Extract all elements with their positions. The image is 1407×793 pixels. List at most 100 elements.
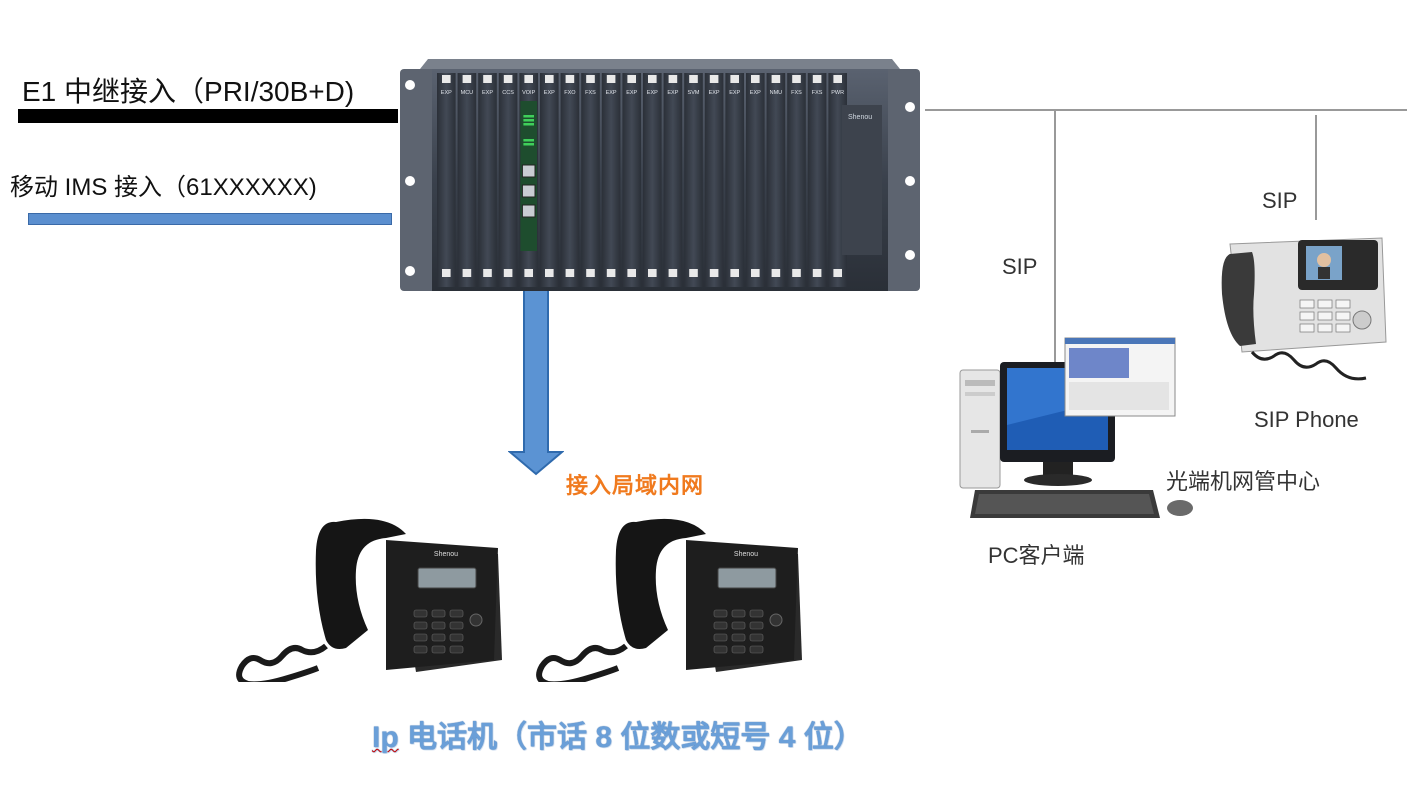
chassis-slot [643, 73, 662, 287]
slot-lever-icon [442, 75, 451, 83]
chassis-slot [437, 73, 456, 287]
led-indicator [523, 119, 534, 122]
slot-lever-icon [442, 269, 451, 277]
keypad-key [431, 633, 446, 642]
lan-access-label: 接入局域内网 [566, 473, 705, 498]
chassis-slot-label: SVM [688, 90, 700, 96]
sip-phone-label: SIP Phone [1254, 407, 1359, 432]
slot-lever-icon [648, 75, 657, 83]
chassis-slot-label: FXS [585, 90, 596, 96]
keypad-key [731, 645, 746, 654]
slot-lever-icon [524, 75, 533, 83]
slot-lever-icon [812, 269, 822, 277]
slot-lever-icon [545, 269, 554, 277]
chassis-slot-label: EXP [647, 90, 658, 96]
ethernet-port-icon [521, 164, 536, 178]
ethernet-port-icon [521, 204, 536, 218]
chassis-slot [787, 73, 806, 287]
nav-key [769, 613, 783, 627]
keypad-key [413, 621, 428, 630]
phone-cord [236, 643, 328, 682]
chassis-brand: Shenou [848, 114, 872, 121]
keypad-key [449, 621, 464, 630]
e1-trunk-label: E1 中继接入（PRI/30B+D) [22, 76, 355, 107]
phone-cord [536, 643, 628, 682]
slot-lever-icon [792, 75, 801, 83]
slot-lever-icon [565, 269, 575, 277]
keypad-key [731, 609, 746, 618]
chassis-slot-label: PWR [831, 90, 844, 96]
keypad-key [431, 645, 446, 654]
slot-lever-icon [565, 75, 575, 83]
led-indicator [523, 115, 534, 118]
keypad-key [749, 645, 764, 654]
ethernet-port-icon [521, 184, 536, 198]
slot-lever-icon [730, 269, 739, 277]
slot-lever-icon [833, 75, 842, 83]
chassis-slot-label: CCS [502, 90, 514, 96]
slot-lever-icon [462, 75, 472, 83]
chassis-slot-label: EXP [750, 90, 761, 96]
chassis-slot-label: EXP [482, 90, 493, 96]
slot-lever-icon [709, 269, 719, 277]
chassis-slot-label: FXO [564, 90, 576, 96]
slot-lever-icon [483, 269, 492, 277]
ip-phone-2-icon: Shenou [536, 518, 802, 682]
led-indicator [523, 123, 534, 126]
keypad-key [713, 621, 728, 630]
chassis-slot [498, 73, 518, 287]
slot-lever-icon [483, 75, 492, 83]
slot-lever-icon [503, 75, 513, 83]
chassis-slot-label: EXP [667, 90, 678, 96]
slot-lever-icon [606, 269, 616, 277]
chassis-slot-label: VOIP [522, 90, 535, 96]
slot-lever-icon [648, 269, 657, 277]
slot-lever-icon [812, 75, 822, 83]
chassis-slot-label: EXP [626, 90, 637, 96]
chassis-slot-label: MCU [461, 90, 474, 96]
slot-lever-icon [751, 75, 760, 83]
nms-center-label: 光端机网管中心 [1166, 469, 1321, 494]
keypad-key [749, 633, 764, 642]
chassis-slot-label: NMU [770, 90, 783, 96]
keypad-key [413, 633, 428, 642]
ip-phone-description: 电话机（市话 8 位数或短号 4 位） [398, 721, 864, 754]
sip-label-right: SIP [1262, 188, 1298, 213]
slot-lever-icon [462, 269, 472, 277]
slot-lever-icon [792, 269, 801, 277]
chassis-slot [746, 73, 765, 287]
chassis-slot [560, 73, 580, 287]
slot-lever-icon [689, 75, 698, 83]
chassis-slot-label: EXP [729, 90, 740, 96]
e1-trunk-line [18, 109, 398, 123]
chassis-slot [478, 73, 497, 287]
keypad-key [731, 621, 746, 630]
nav-key [469, 613, 483, 627]
phone-handset [615, 518, 706, 649]
keypad-key [749, 621, 764, 630]
slot-lever-icon [771, 75, 781, 83]
chassis-graphic: EXP MCU EXP CCS VOIP EXP FXO FXS EXP EXP EXP EXP SVM… [400, 59, 920, 291]
phone-brand: Shenou [434, 551, 458, 558]
keypad-key [431, 621, 446, 630]
slot-lever-icon [627, 269, 636, 277]
slot-lever-icon [771, 269, 781, 277]
mobile-ims-label: 移动 IMS 接入（61XXXXXX) [10, 174, 317, 201]
ip-phone-caption: Ip 电话机（市话 8 位数或短号 4 位） [372, 712, 864, 756]
chassis-slot [601, 73, 621, 287]
chassis-slot-label: EXP [709, 90, 720, 96]
sip-label-left: SIP [1002, 254, 1038, 279]
ims-line [28, 213, 392, 225]
keypad-key [449, 633, 464, 642]
keypad-key [749, 609, 764, 618]
keypad-key [731, 633, 746, 642]
slot-lever-icon [524, 269, 533, 277]
slot-lever-icon [668, 75, 678, 83]
keypad-key [449, 609, 464, 618]
ip-prefix: Ip [372, 721, 399, 754]
pc-client-label: PC客户端 [988, 543, 1085, 568]
sip-phone-icon [1221, 237, 1387, 381]
slot-lever-icon [586, 75, 595, 83]
chassis-slot-label: FXS [791, 90, 802, 96]
